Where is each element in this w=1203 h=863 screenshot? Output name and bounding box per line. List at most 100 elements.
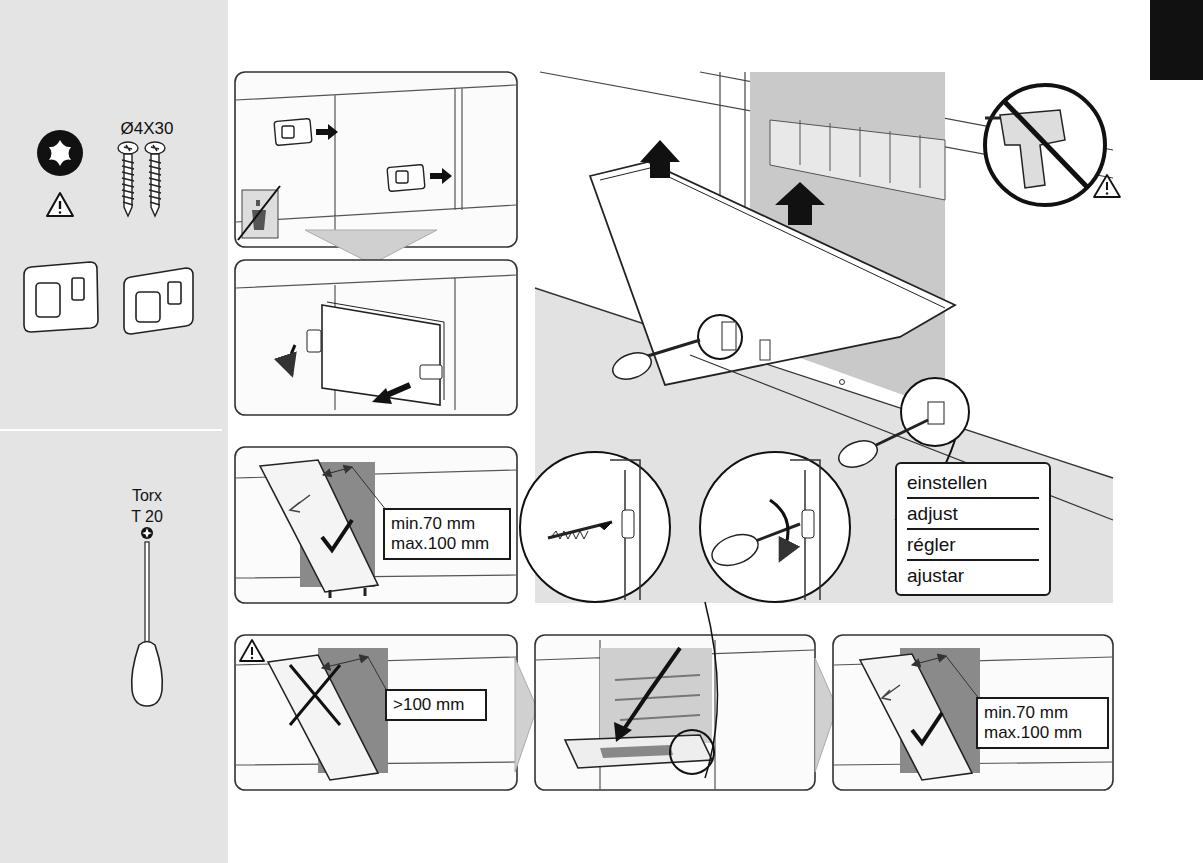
mounting-bracket [24,262,193,334]
main-illustration [775,182,825,225]
step-panel [238,186,280,240]
no-drill-symbol [1106,192,1108,194]
step-panel [600,745,673,758]
step-panel [833,635,1113,790]
main-illustration [590,162,955,385]
step-panel [252,200,266,230]
step-panel [620,648,680,735]
no-drill-symbol [985,85,1105,205]
no-drill-symbol [985,85,1120,205]
step-panel [274,118,425,191]
step-panel [235,260,517,415]
main-illustration [535,72,1113,603]
step-panel [316,124,338,140]
box-text: einstellen [907,468,1039,499]
detail-zoom [770,500,788,560]
step-panel [327,302,444,400]
torx-symbol [49,140,71,166]
detail-zoom [708,529,763,572]
screw [122,160,134,205]
torx-symbol [37,130,83,176]
step-panel [240,640,264,661]
no-drill-symbol [1003,100,1088,188]
screw [149,160,161,205]
step-panel [535,635,815,790]
step-panel [282,126,294,138]
step-panel [235,260,517,415]
step-panel [565,735,712,768]
step-panel [290,495,310,512]
torx-screwdriver [145,542,149,642]
main-illustration [698,315,742,359]
main-illustration [600,168,945,308]
main-illustration [870,420,928,448]
main-illustration [722,322,736,350]
step-panel [860,654,972,780]
step-panel [235,635,517,790]
mounting-bracket [72,278,84,300]
main-illustration [609,348,655,384]
step-panel [912,656,946,665]
mounting-bracket [36,283,60,317]
main-illustration [800,120,920,188]
step-panel [236,275,516,410]
main-illustration [535,72,1113,603]
main-illustration [928,402,944,424]
detail-zoom [520,452,670,602]
box-text: adjust [907,499,1039,530]
box-text: ajustar [907,561,1039,590]
warning-symbol [59,201,61,209]
no-drill-symbol [1000,110,1065,188]
step-panel [535,635,815,790]
step-panel [396,171,408,183]
detail-zoom [598,522,612,530]
main-illustration [835,436,881,472]
sidebar [0,429,222,431]
step-panel [307,330,321,352]
box-text: min.70 mm max.100 mm [984,703,1101,743]
step-panel [290,665,340,725]
step-panel [323,467,352,475]
box-text: min.70 mm max.100 mm [391,514,503,554]
step-panel [372,388,392,404]
step-panel [274,118,312,145]
sequence-arrow [515,658,537,772]
warning-symbol [47,193,73,216]
detail-zoom [520,452,850,778]
torx-screwdriver [132,642,163,707]
torx-screwdriver [132,527,163,706]
step-panel [235,72,517,247]
step-panel [387,164,425,191]
step-panel [600,648,712,743]
sequence-arrow [305,230,437,264]
mounting-bracket [168,282,181,304]
detail-zoom [802,510,814,538]
mounting-bracket [124,268,193,334]
step-panel [322,520,352,550]
torx-screwdriver [141,527,153,539]
step-panel [946,656,980,700]
step-panel [235,447,517,603]
sidebar [0,0,228,863]
step-panel [290,345,295,375]
main-illustration [640,140,680,178]
step-panel [614,722,632,742]
box-text: régler [907,530,1039,561]
step-panel [833,635,1113,790]
step-panel [235,447,517,603]
box-text: >100 mm [393,695,479,715]
torx-symbol [37,130,83,176]
sidebar [0,0,228,863]
no-drill-symbol [1094,175,1120,197]
step-panel [260,460,378,592]
tool-name: Torx T 20 [126,485,168,527]
instruction-box: einstellenadjustréglerajustar [895,462,1051,596]
dimension-box: min.70 mm max.100 mm [976,697,1109,749]
main-illustration [840,380,845,385]
no-drill-symbol [1106,182,1108,190]
mounting-bracket [24,262,98,332]
step-panel [235,72,517,247]
screw [118,142,165,216]
dimension-box: >100 mm [385,689,487,721]
